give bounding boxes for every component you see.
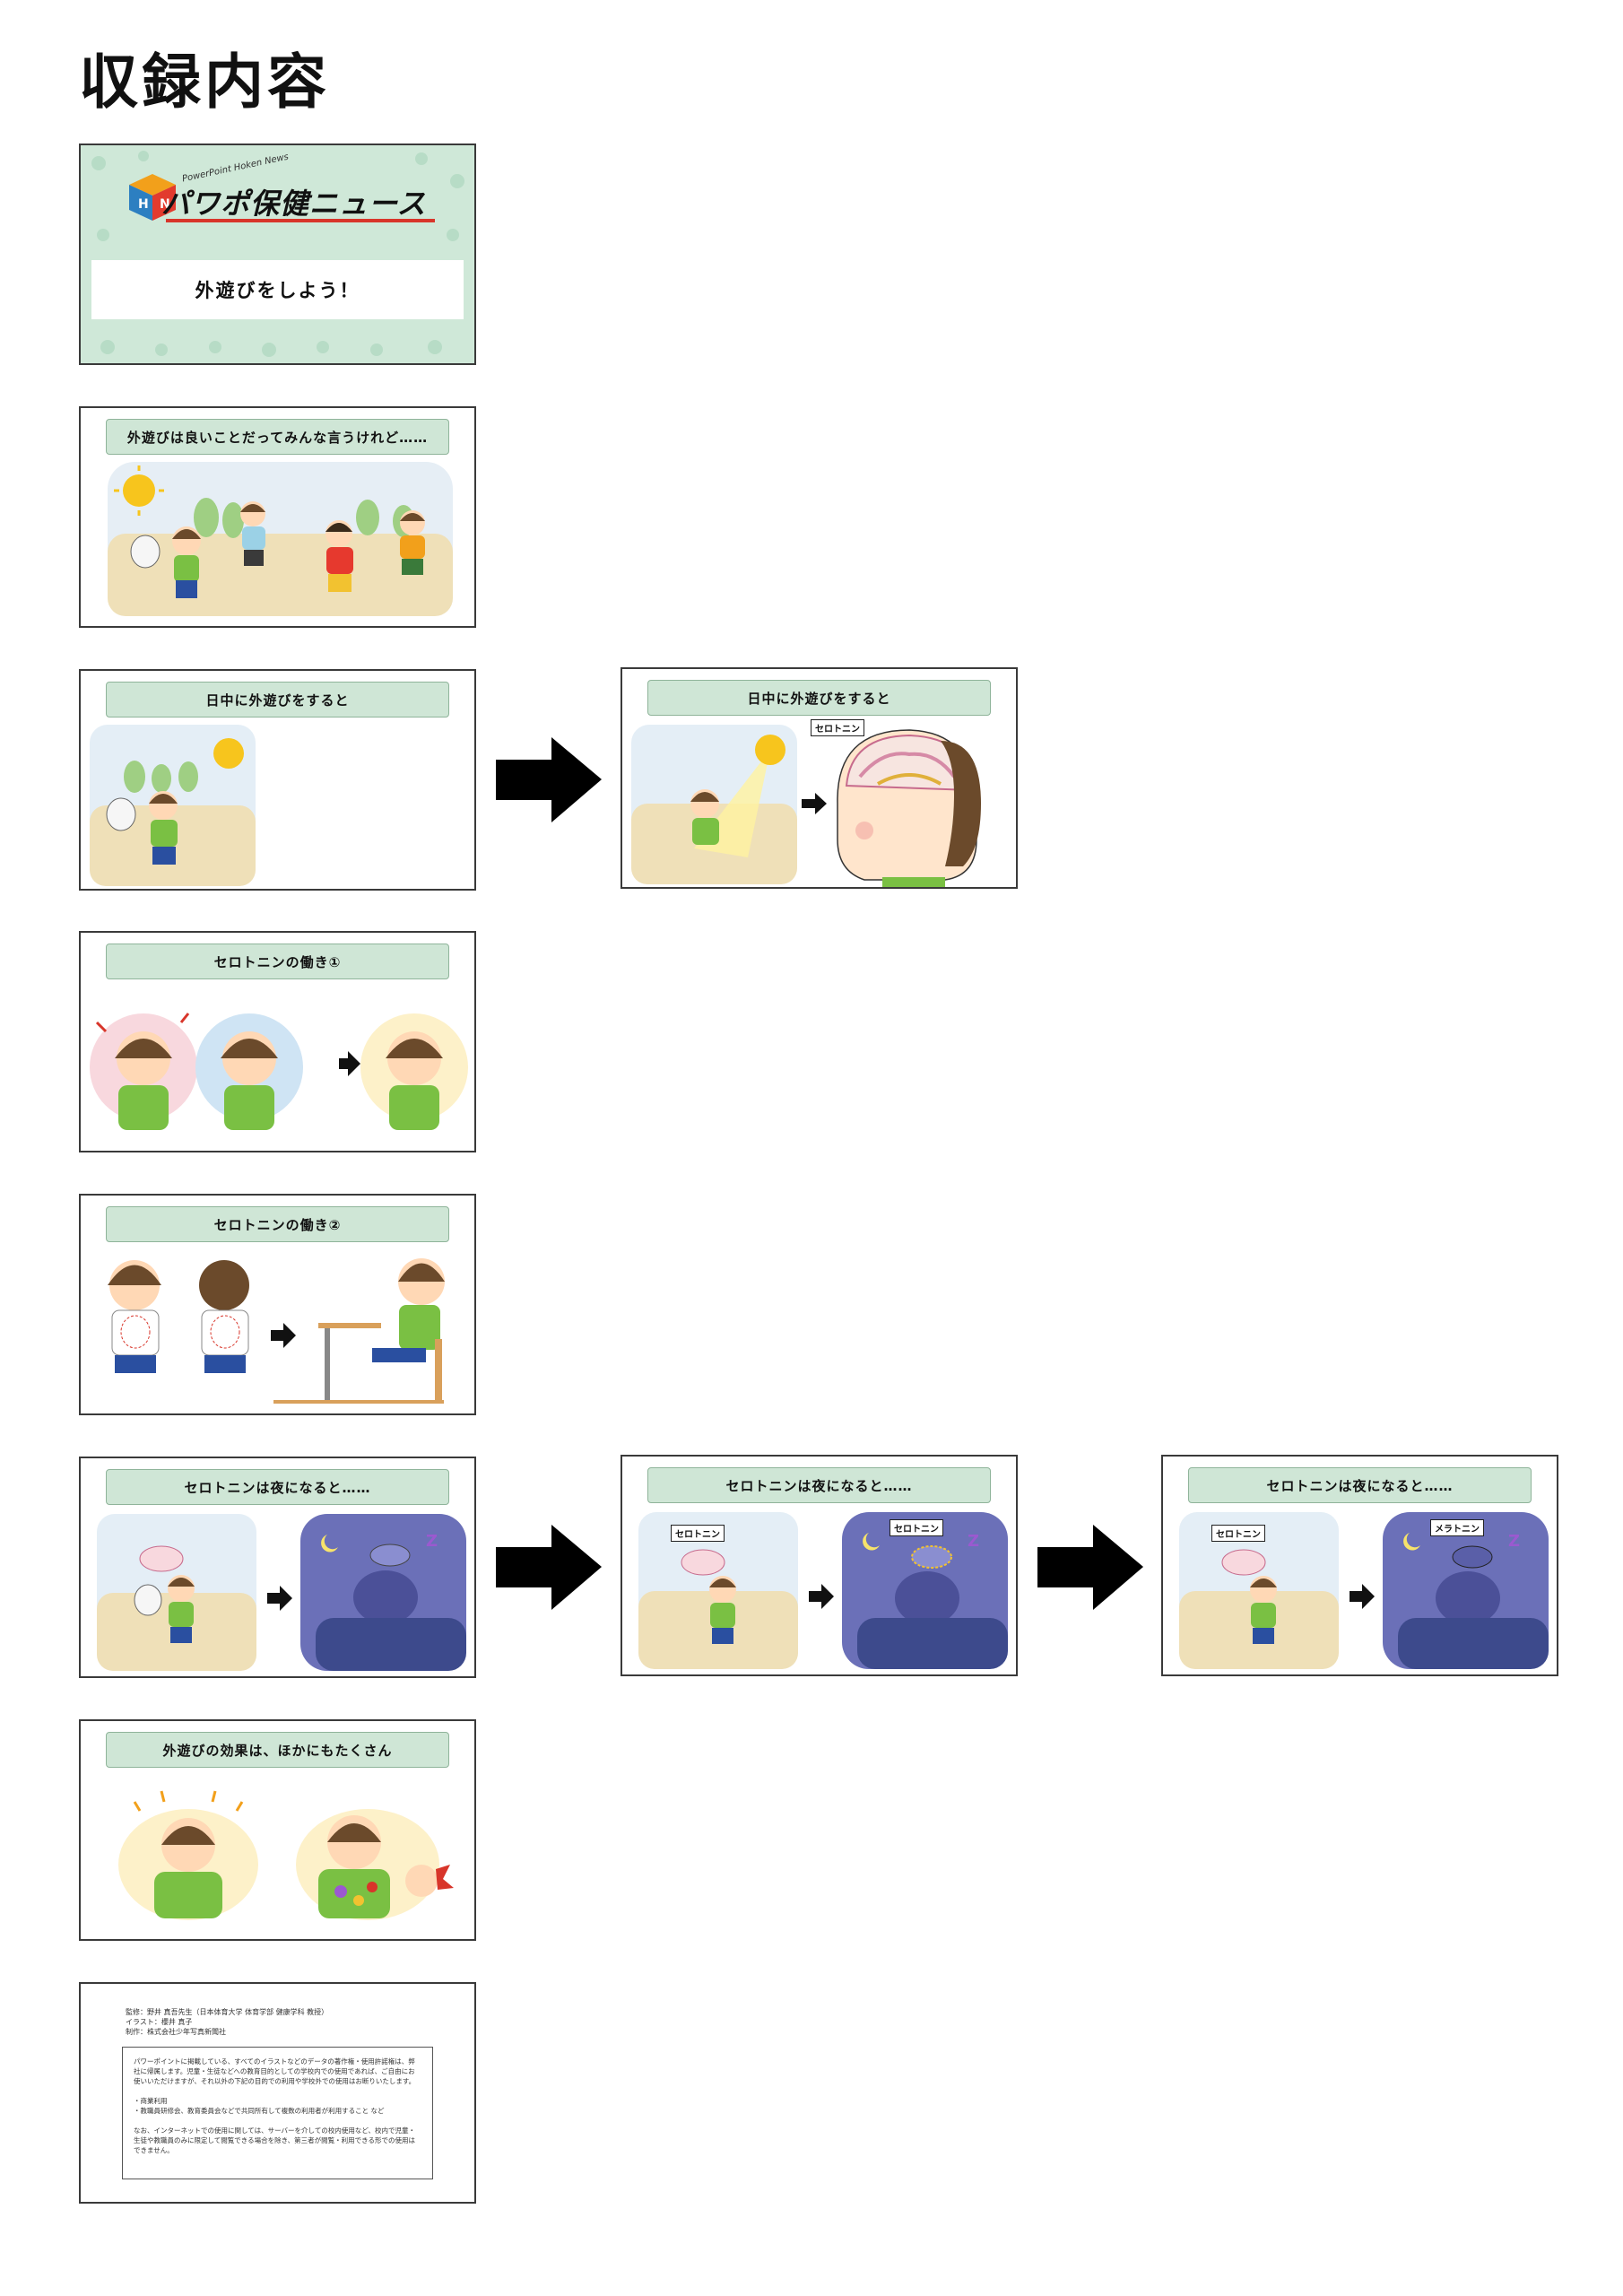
serotonin-label: セロトニン <box>671 1525 725 1542</box>
slide-4[interactable]: セロトニンの働き① <box>79 931 476 1152</box>
pattern-background <box>91 151 464 357</box>
slide-2[interactable]: 外遊びは良いことだってみんな言うけれど…… <box>79 406 476 628</box>
slide-title: セロトニンの働き① <box>106 944 449 979</box>
slide-title: セロトニンは夜になると…… <box>106 1469 449 1505</box>
slide-3b[interactable]: 日中に外遊びをすると セロトニン <box>621 667 1018 889</box>
emotion-faces-illustration <box>90 1013 468 1130</box>
slide-6b[interactable]: セロトニンは夜になると…… Z セロトニン セロトニン <box>621 1455 1018 1676</box>
child-in-sun-illustration <box>90 725 256 886</box>
slide-title: セロトニンは夜になると…… <box>1188 1467 1532 1503</box>
arrow-right-icon <box>496 1525 602 1610</box>
slide-title: 外遊びの効果は、ほかにもたくさん <box>106 1732 449 1768</box>
slide-6c[interactable]: セロトニンは夜になると…… Z セロトニン メラトニン <box>1161 1455 1558 1676</box>
slide-title: セロトニンは夜になると…… <box>647 1467 991 1503</box>
logo-cube-icon: H N <box>129 174 176 221</box>
slide-3a[interactable]: 日中に外遊びをすると <box>79 669 476 891</box>
slide-title: 日中に外遊びをすると <box>106 682 449 718</box>
slide-7[interactable]: 外遊びの効果は、ほかにもたくさん <box>79 1719 476 1941</box>
arrow-right-icon <box>496 737 602 822</box>
child-4 <box>400 510 425 575</box>
serotonin-brain-illustration <box>631 725 981 887</box>
slide-title: セロトニンの働き② <box>106 1206 449 1242</box>
day-night-illustration: Z <box>1179 1512 1549 1669</box>
slide-title: 外遊びは良いことだってみんな言うけれど…… <box>106 419 449 455</box>
melatonin-label: メラトニン <box>1430 1519 1484 1536</box>
serotonin-label-night: セロトニン <box>890 1519 943 1536</box>
slide-credits[interactable]: 監修：野井 真吾先生（日本体育大学 体育学部 健康学科 教授） イラスト：櫻井 … <box>79 1982 476 2204</box>
child-2 <box>240 501 265 566</box>
benefits-illustration <box>118 1790 454 1920</box>
child-3 <box>325 520 353 592</box>
slide-cover[interactable]: H N PowerPoint Hoken News パワポ保健ニュース 外遊びを… <box>79 144 476 365</box>
arrow-right-icon <box>1037 1525 1143 1610</box>
page-title: 収録内容 <box>79 48 330 117</box>
credits-text: 監修：野井 真吾先生（日本体育大学 体育学部 健康学科 教授） イラスト：櫻井 … <box>126 2008 329 2036</box>
serotonin-label: セロトニン <box>811 719 864 736</box>
svg-text:Z: Z <box>968 1532 979 1551</box>
logo-underline <box>166 219 435 222</box>
day-night-illustration: Z <box>638 1512 1008 1669</box>
cover-banner: 外遊びをしよう！ <box>91 260 464 319</box>
usage-notice: パワーポイントに掲載している、すべてのイラストなどのデータの著作権・使用許諾権は… <box>122 2047 433 2179</box>
svg-text:Z: Z <box>1508 1532 1520 1551</box>
slide-5[interactable]: セロトニンの働き② <box>79 1194 476 1415</box>
child-1 <box>172 526 201 598</box>
day-night-illustration: Z <box>97 1514 466 1671</box>
posture-illustration <box>108 1258 445 1404</box>
svg-text:Z: Z <box>426 1532 438 1551</box>
kids-playing-illustration <box>108 462 453 616</box>
logo-title: パワポ保健ニュース <box>161 187 427 221</box>
svg-text:H: H <box>138 197 149 212</box>
slide-6a[interactable]: セロトニンは夜になると…… Z <box>79 1457 476 1678</box>
svg-text:N: N <box>160 197 170 212</box>
slide-title: 日中に外遊びをすると <box>647 680 991 716</box>
serotonin-label: セロトニン <box>1211 1525 1265 1542</box>
